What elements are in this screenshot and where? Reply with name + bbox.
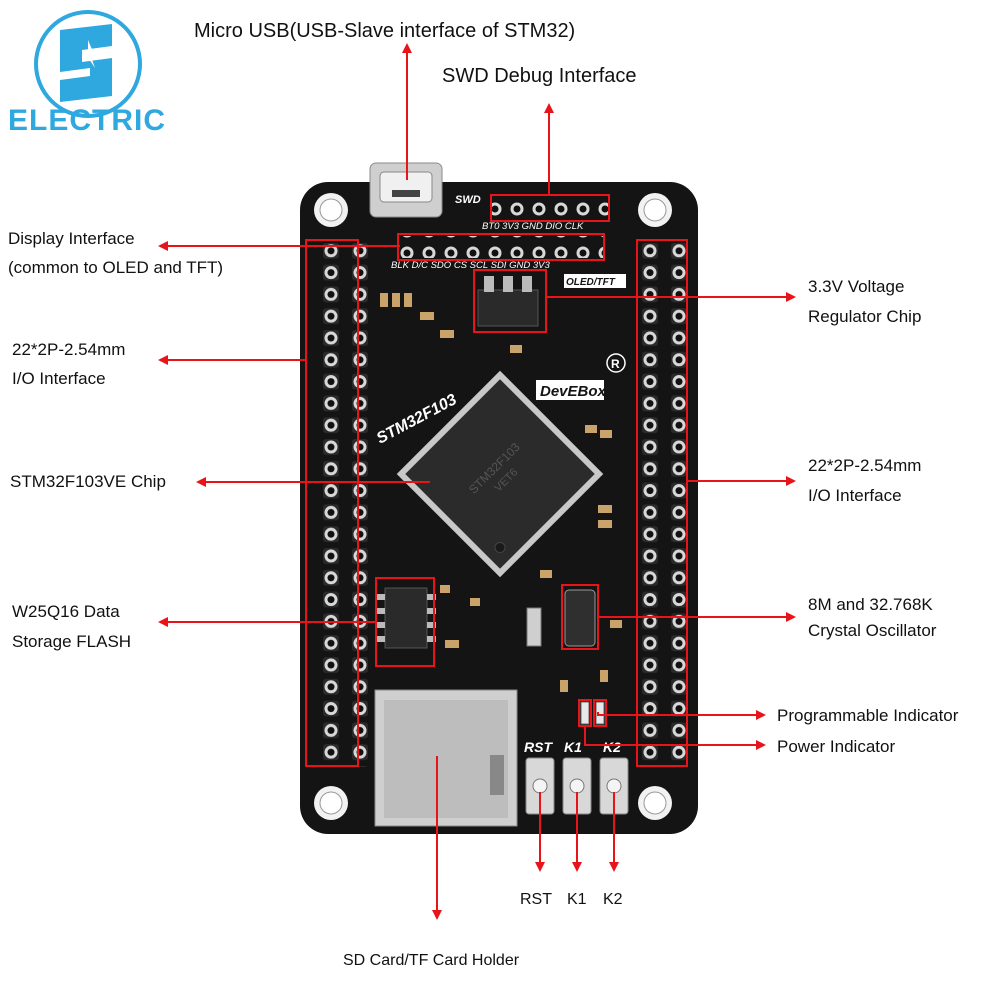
box-led-d2	[593, 699, 607, 727]
mounting-holes	[314, 193, 672, 820]
electric-logo	[34, 10, 142, 118]
swd-pins-silk: BT0 3V3 GND DIO CLK	[482, 221, 584, 232]
label-prog-indicator: Programmable Indicator	[777, 706, 959, 725]
box-io-left	[305, 239, 359, 767]
label-display-2: (common to OLED and TFT)	[8, 258, 224, 277]
regulator-chip	[477, 276, 539, 327]
label-sd: SD Card/TF Card Holder	[343, 952, 520, 969]
box-regulator	[473, 269, 547, 333]
highlight-boxes	[305, 194, 688, 767]
label-crystal-1: 8M and 32.768K	[808, 595, 933, 614]
logo-text: ELECTRIC	[8, 104, 166, 137]
flash-chip	[376, 587, 436, 649]
label-k2: K2	[603, 891, 623, 908]
label-crystal-2: Crystal Oscillator	[808, 621, 937, 640]
label-k1: K1	[567, 891, 587, 908]
label-chip: STM32F103VE Chip	[10, 472, 166, 491]
passives	[380, 293, 622, 692]
label-micro-usb: Micro USB(USB-Slave interface of STM32)	[194, 20, 576, 42]
left-header-pins	[310, 243, 368, 767]
label-swd: SWD Debug Interface	[442, 65, 637, 87]
label-rst: RST	[520, 891, 552, 908]
label-io-left-1: 22*2P-2.54mm	[12, 340, 126, 359]
label-flash-1: W25Q16 Data	[12, 602, 120, 621]
label-io-right-1: 22*2P-2.54mm	[808, 456, 922, 475]
display-pins-silk: BLK D/C SDO CS SCL SDI GND 3V3	[391, 260, 550, 271]
label-io-left-2: I/O Interface	[12, 369, 106, 388]
right-header-pins	[640, 243, 688, 767]
svg-text:R: R	[611, 357, 620, 371]
swd-header-pins	[492, 197, 610, 219]
brand-silk: DevEBox	[540, 383, 607, 400]
arrow-power-indicator	[584, 726, 766, 750]
label-display-1: Display Interface	[8, 229, 135, 248]
btn-silk-k2: K2	[603, 739, 621, 755]
led-d2	[595, 701, 605, 725]
arrow-prog-indicator	[597, 710, 766, 720]
swd-silk: SWD	[455, 194, 481, 206]
label-io-right-2: I/O Interface	[808, 486, 902, 505]
label-flash-2: Storage FLASH	[12, 632, 132, 651]
oled-silk: OLED/TFT	[566, 277, 616, 288]
btn-silk-k1: K1	[564, 739, 582, 755]
btn-silk-rst: RST	[524, 739, 553, 755]
pcb: STM32F103 VET6	[300, 162, 698, 834]
callout-arrows	[158, 43, 796, 920]
mcu-chip: STM32F103 VET6	[396, 370, 604, 578]
tact-buttons	[525, 757, 629, 815]
box-io-right	[636, 239, 688, 767]
sd-card-holder	[374, 689, 518, 827]
label-power-indicator: Power Indicator	[777, 737, 896, 756]
label-regulator-2: Regulator Chip	[808, 307, 922, 326]
led-d1	[580, 701, 590, 725]
display-header-pins	[395, 236, 605, 258]
label-regulator-1: 3.3V Voltage	[808, 277, 905, 296]
crystal-32k	[526, 607, 542, 647]
crystal-8m	[564, 589, 596, 647]
